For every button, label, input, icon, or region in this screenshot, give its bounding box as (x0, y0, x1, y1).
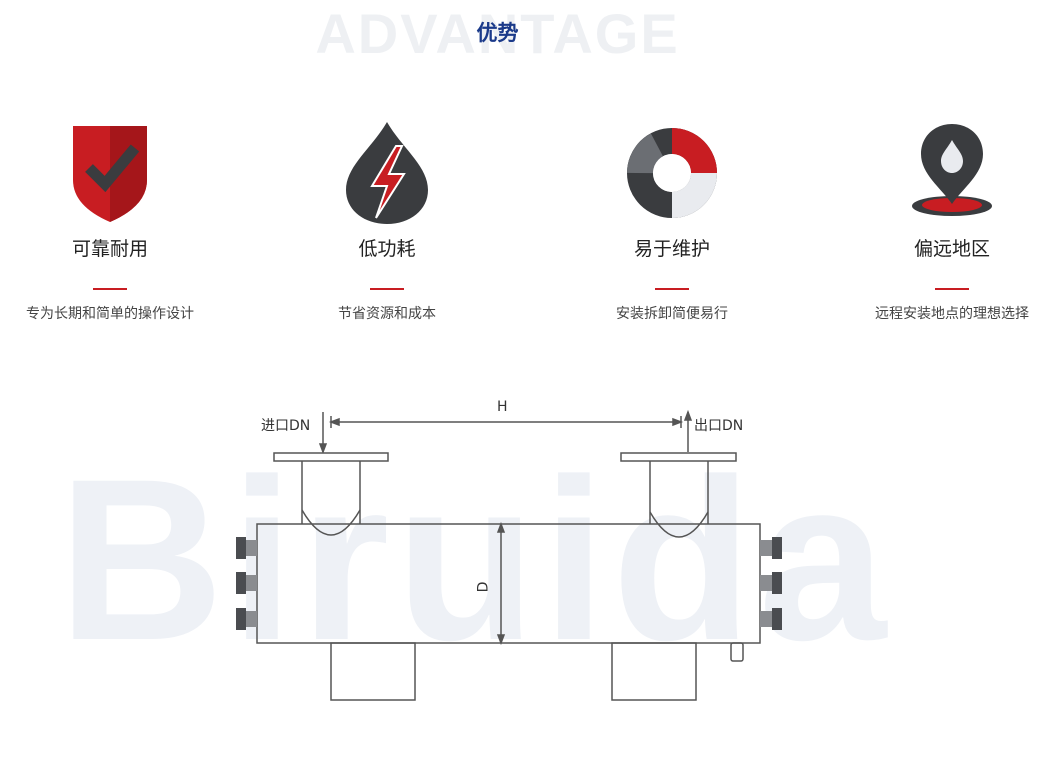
feature-title: 偏远地区 (913, 238, 990, 260)
outlet-label: 出口DN (694, 418, 744, 434)
shield-check-icon (55, 118, 165, 228)
feature-desc: 专为长期和简单的操作设计 (26, 306, 194, 322)
feature-title: 易于维护 (633, 238, 710, 260)
feature-easy-maintenance: 易于维护 安装拆卸简便易行 (557, 118, 787, 338)
brand-watermark: Biruida (58, 431, 893, 688)
feature-low-power: 低功耗 节省资源和成本 (272, 118, 502, 338)
feature-desc: 节省资源和成本 (338, 306, 436, 322)
advantage-background-word: ADVANTAGE (315, 2, 680, 65)
drop-lightning-icon (332, 118, 442, 228)
dimension-d-label: D (475, 581, 492, 593)
feature-remote-area: 偏远地区 远程安装地点的理想选择 (837, 118, 1049, 338)
heater-outline-drawing (236, 409, 782, 701)
feature-desc: 远程安装地点的理想选择 (875, 306, 1029, 322)
puzzle-ring-icon (617, 118, 727, 228)
section-title: 优势 (476, 21, 519, 45)
feature-divider (93, 288, 127, 290)
feature-title: 可靠耐用 (71, 238, 148, 260)
feature-desc: 安装拆卸简便易行 (616, 306, 728, 322)
feature-reliable: 可靠耐用 专为长期和简单的操作设计 (0, 118, 225, 338)
feature-divider (935, 288, 969, 290)
dimension-h-label: H (497, 399, 508, 415)
location-pin-icon (897, 118, 1007, 228)
feature-divider (655, 288, 689, 290)
technical-drawing: 进口DN 出口DN H D (0, 380, 1049, 759)
inlet-label: 进口DN (261, 418, 311, 434)
feature-title: 低功耗 (358, 238, 416, 260)
feature-divider (370, 288, 404, 290)
